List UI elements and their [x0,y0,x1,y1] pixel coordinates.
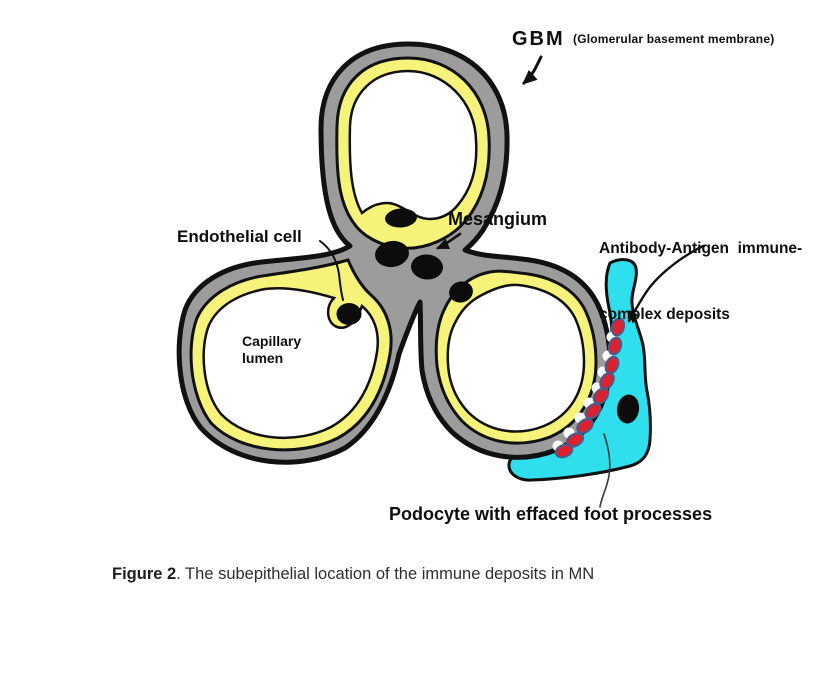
immune-deposit [576,418,594,434]
endothelial-nucleus-right [449,281,473,303]
podocyte-pointer-line [599,433,611,508]
immune-deposit [554,443,574,459]
endothelial-cell-label: Endothelial cell [177,227,302,246]
antibody-deposits-label: Antibody-Antigen immune- complex deposit… [599,194,802,370]
endothelial-nucleus-left [336,303,362,325]
immune-deposit [610,317,626,337]
capillary-lumen-label-line1: Capillary [242,333,302,349]
mesangial-nucleus-2 [411,254,443,280]
immune-deposit [592,387,610,405]
deposits-arrow [627,244,705,323]
gbm-arrow [522,55,543,85]
antibody-deposits-label-line1: Antibody-Antigen immune- [599,240,803,257]
mesangium-label: Mesangium [448,209,548,229]
figure-caption-text: . The subepithelial location of the immu… [176,565,595,583]
immune-deposits [554,317,626,459]
capillary-lumen-top [348,69,478,221]
gbm-paren-label: (Glomerular basement membrane) [573,32,775,46]
immune-deposit [607,336,623,356]
endothelial-pointer-line [319,240,344,301]
podocyte-label: Podocyte with effaced foot processes [389,504,713,524]
endothelial-nucleus-top [385,208,417,228]
immune-deposit [584,402,602,420]
capillary-lumen-left [202,286,379,440]
antibody-deposits-label-line2: complex deposits [599,306,730,323]
capillary-lumen-right [446,283,586,433]
figure-caption: Figure 2. The subepithelial location of … [112,565,594,584]
figure-caption-number: Figure 2 [112,565,177,583]
mesangium-arrow [436,232,462,250]
capillary-lumen-label: Capillary lumen [242,333,301,367]
gbm-label: GBM [512,28,565,50]
cell-nuclei [336,208,640,424]
capillary-lumen-label-line2: lumen [242,350,284,366]
mesangial-nucleus-1 [375,240,409,268]
podocyte-nucleus [616,394,640,424]
